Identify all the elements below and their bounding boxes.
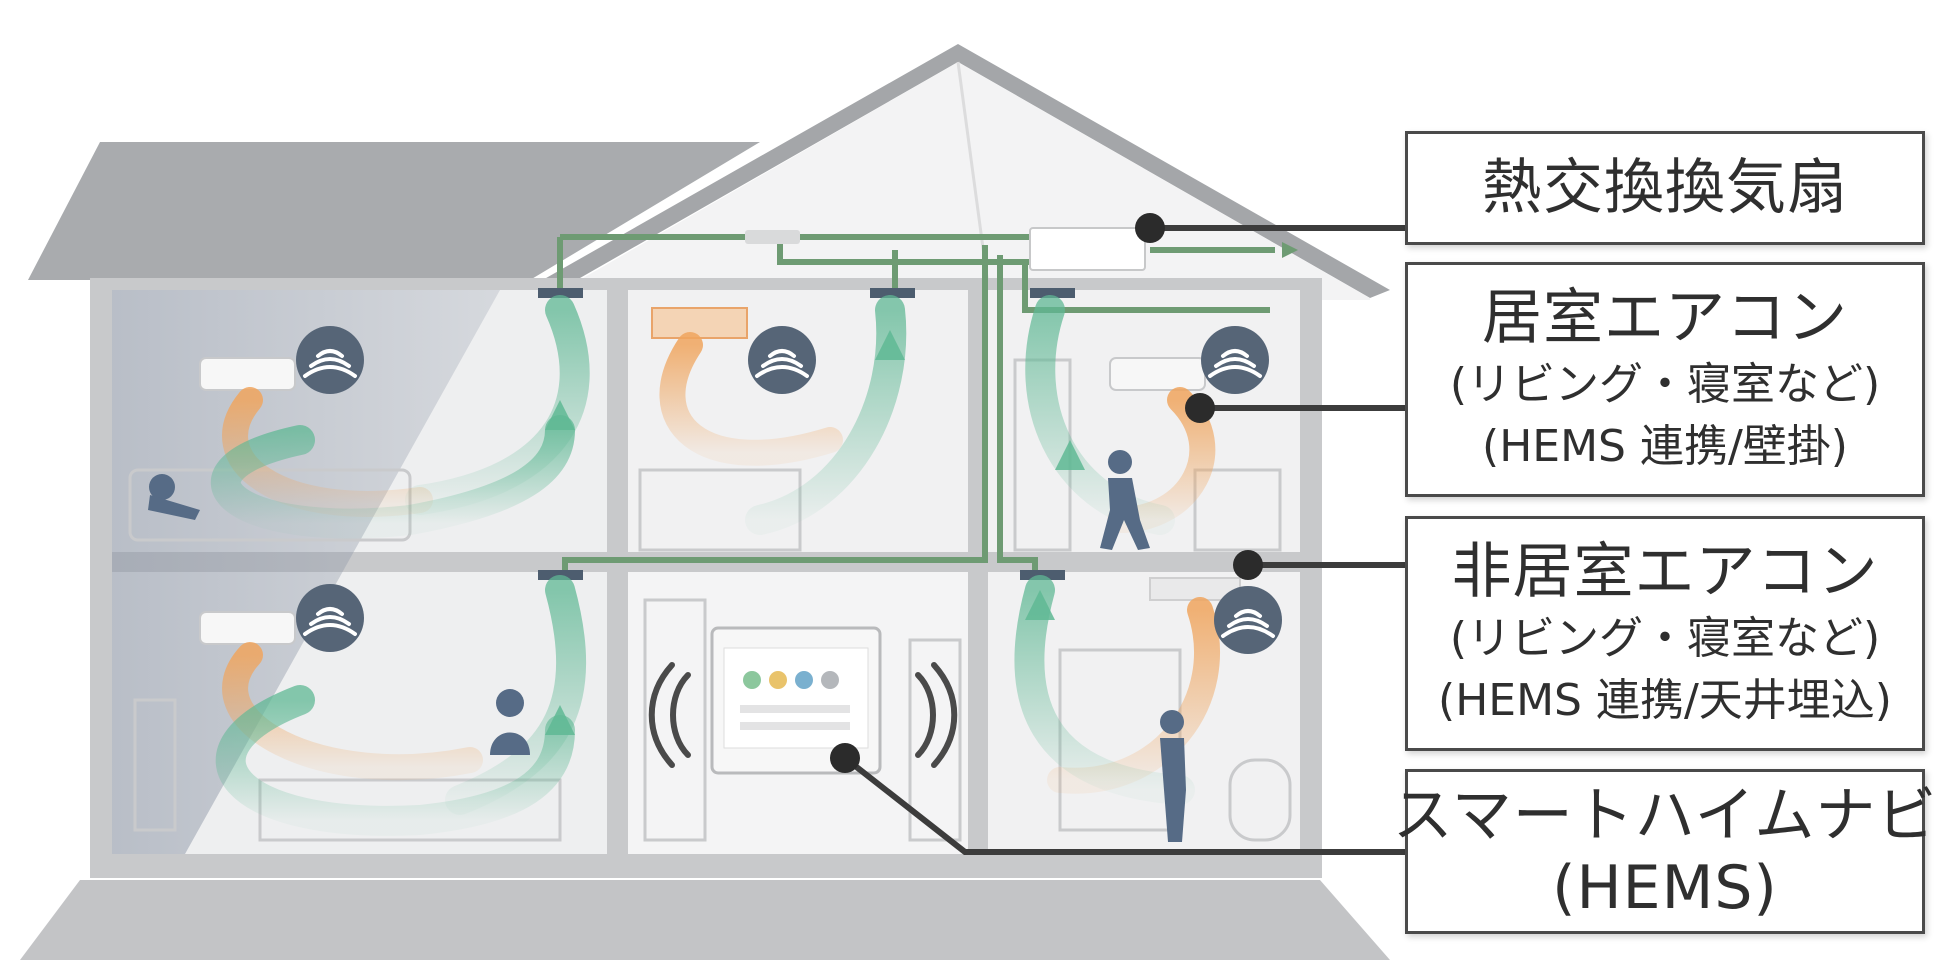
- ceiling-ac-icon: [651, 307, 748, 339]
- callout-title: 居室エアコン: [1482, 282, 1848, 353]
- leader-lines: [843, 225, 1405, 855]
- callout-title: 熱交換換気扇: [1482, 153, 1848, 223]
- ventilation-airflow-green: [210, 295, 1195, 836]
- callout-subtitle: (HEMS): [1552, 852, 1778, 923]
- exhaust-arrow-head: [1282, 242, 1298, 258]
- wall-ac-icon: [199, 357, 296, 391]
- left-roof: [28, 142, 760, 280]
- ground-shadow: [20, 880, 1390, 960]
- callout-smart-heim-navi: スマートハイムナビ (HEMS): [1393, 769, 1936, 934]
- hems-panel-icon: [710, 626, 882, 775]
- airflow-arrowheads: [545, 330, 1085, 735]
- night-shade: [112, 290, 500, 854]
- callout-subtitle: (リビング・寝室など): [1449, 358, 1881, 410]
- callout-heat-exchange-fan: 熱交換換気扇: [1405, 131, 1925, 245]
- callout-title: 非居室エアコン: [1451, 536, 1879, 607]
- wall-ac-icon: [199, 611, 296, 645]
- air-outlet-vent-icon: [538, 288, 1075, 580]
- ventilation-ducts: [557, 234, 1275, 572]
- signal-waves-icon: [648, 662, 958, 768]
- leader-dots: [830, 213, 1263, 773]
- callout-detail: (HEMS 連携/天井埋込): [1438, 674, 1892, 726]
- wifi-waves: [303, 349, 1275, 638]
- heat-exchange-unit: [1029, 227, 1146, 271]
- callout-detail: (HEMS 連携/壁掛): [1482, 420, 1848, 472]
- duct-junction: [745, 230, 800, 244]
- callout-living-room-ac: 居室エアコン (リビング・寝室など) (HEMS 連携/壁掛): [1405, 262, 1925, 497]
- callout-non-living-room-ac: 非居室エアコン (リビング・寝室など) (HEMS 連携/天井埋込): [1405, 516, 1925, 751]
- callout-title: スマートハイムナビ: [1392, 780, 1938, 851]
- callout-subtitle: (リビング・寝室など): [1449, 612, 1881, 664]
- wall-ac-icon: [1109, 357, 1206, 391]
- person-icon: [148, 450, 1186, 842]
